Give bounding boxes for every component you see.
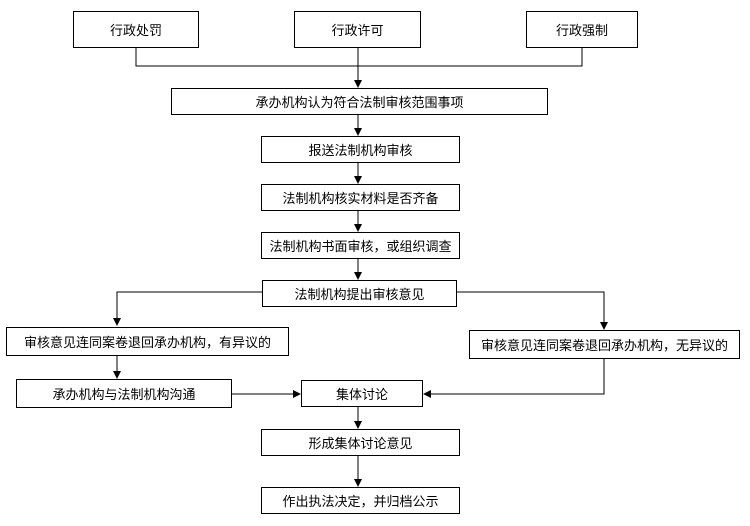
node-collective-discussion: 集体讨论 [301,380,423,407]
node-verify-materials: 法制机构核实材料是否齐备 [261,184,460,211]
connector-no-objection-to-collective [423,359,605,398]
connector-enforce [358,48,583,67]
node-administrative-enforcement: 行政强制 [526,11,638,48]
node-final-decision: 作出执法决定，并归档公示 [261,487,460,514]
node-submit-review: 报送法制机构审核 [261,136,460,163]
node-review-opinion: 法制机构提出审核意见 [262,280,457,307]
node-administrative-permit: 行政许可 [294,11,421,48]
node-collective-opinion: 形成集体讨论意见 [261,429,460,456]
connector-opinion-to-no-objection [457,291,608,330]
node-return-without-objection: 审核意见连同案卷退回承办机构，无异议的 [469,330,740,359]
node-scope-check: 承办机构认为符合法制审核范围事项 [171,88,548,115]
node-return-with-objection: 审核意见连同案卷退回承办机构，有异议的 [6,327,289,356]
node-communicate: 承办机构与法制机构沟通 [16,379,232,408]
node-administrative-penalty: 行政处罚 [73,11,199,48]
node-written-review: 法制机构书面审核，或组织调查 [261,232,460,259]
connector-penalty [135,48,358,67]
connector-opinion-to-objection [113,291,262,326]
